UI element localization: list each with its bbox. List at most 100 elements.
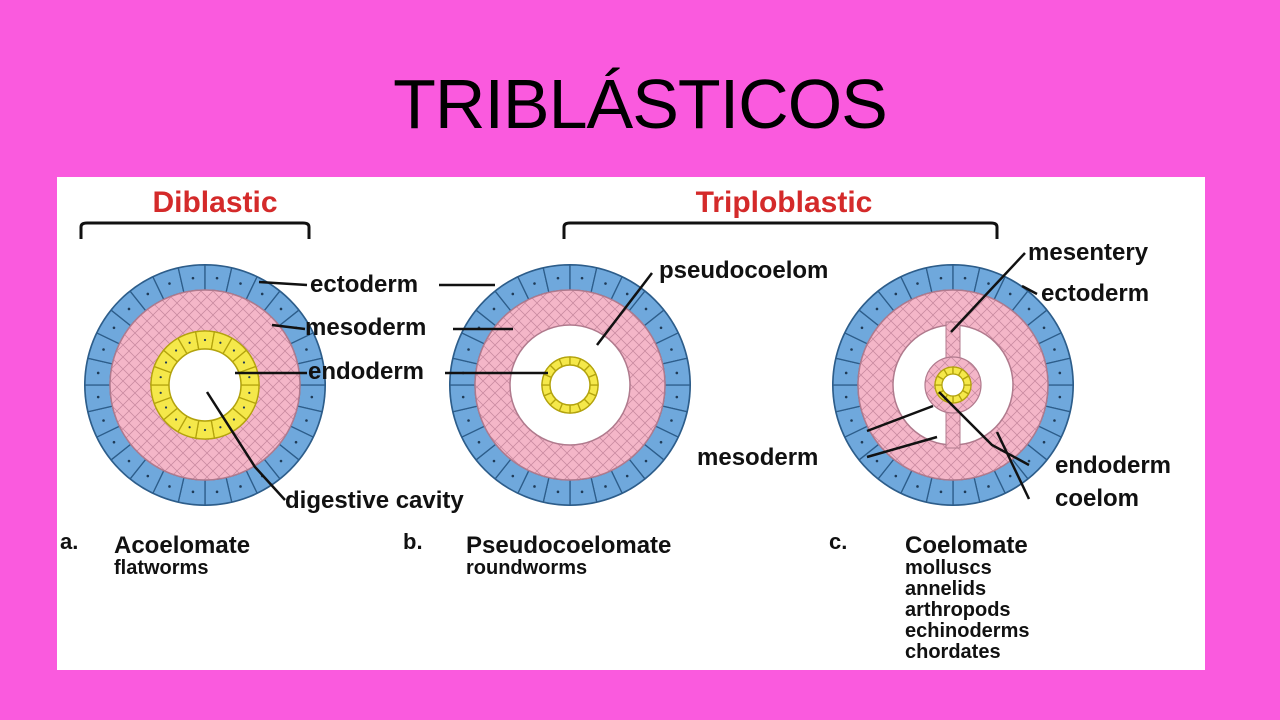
caption-b-name: Pseudocoelomate [466, 532, 671, 559]
cell-nucleus [670, 348, 673, 351]
cell-nucleus [604, 282, 607, 285]
cell-nucleus [580, 490, 584, 494]
label-mesoderm: mesoderm [305, 314, 426, 341]
cell-nucleus [875, 307, 879, 311]
cell-nucleus [533, 485, 536, 488]
cell-nucleus [96, 371, 100, 375]
cell-nucleus [1058, 395, 1062, 399]
cell-nucleus [467, 419, 470, 422]
cell [84, 384, 114, 413]
triploblastic-bracket [562, 221, 999, 239]
cell-nucleus [159, 391, 162, 394]
caption-a-letter: a. [60, 529, 78, 554]
cell [542, 264, 571, 294]
cell-nucleus [556, 276, 560, 280]
cell-nucleus [894, 292, 898, 296]
cell-nucleus [188, 426, 191, 429]
cell-nucleus [248, 376, 251, 379]
cell-nucleus [174, 418, 178, 421]
cell-nucleus [1008, 292, 1012, 296]
cell-nucleus [533, 282, 536, 285]
cell-nucleus [112, 326, 116, 330]
caption-b-letter: b. [403, 529, 423, 554]
slide-title: TRIBLÁSTICOS [393, 65, 888, 143]
cell-nucleus [310, 371, 314, 375]
cell-nucleus [670, 419, 673, 422]
cell-nucleus [1058, 371, 1062, 375]
caption-c-example-1: molluscs [905, 557, 992, 579]
caption-c-name: Coelomate [905, 532, 1028, 559]
cell-nucleus [1027, 307, 1031, 311]
cell-nucleus [939, 276, 943, 280]
cell-nucleus [146, 474, 150, 478]
cell-nucleus [492, 459, 496, 463]
gut-lumen-b [549, 364, 591, 406]
cell-nucleus [580, 276, 584, 280]
diblastic-bracket [79, 221, 311, 239]
cell [832, 384, 862, 413]
cell-nucleus [860, 326, 864, 330]
cell-nucleus [963, 490, 967, 494]
cell-nucleus [102, 348, 105, 351]
coelomate-cross-section [832, 264, 1074, 506]
cell-nucleus [242, 361, 246, 364]
cell-nucleus [1042, 440, 1046, 444]
cell-nucleus [511, 474, 515, 478]
label-endoderm: endoderm [308, 358, 424, 385]
caption-c: c. Coelomate molluscs annelids arthropod… [829, 529, 1029, 663]
cell [204, 476, 233, 506]
cell-nucleus [168, 282, 171, 285]
cell-nucleus [191, 276, 195, 280]
cell-nucleus [146, 292, 150, 296]
label-ectoderm-c: ectoderm [1041, 280, 1149, 307]
cell-nucleus [232, 349, 236, 352]
cell [925, 264, 954, 294]
cell-nucleus [916, 282, 919, 285]
cell-nucleus [1042, 326, 1046, 330]
cell-nucleus [844, 395, 848, 399]
label-pseudocoelom: pseudocoelom [659, 257, 828, 284]
cell-nucleus [467, 348, 470, 351]
caption-b-example: roundworms [466, 557, 587, 579]
cell-nucleus [894, 474, 898, 478]
caption-b: b. Pseudocoelomate roundworms [403, 529, 671, 579]
cell-nucleus [174, 349, 178, 352]
cell-nucleus [215, 276, 219, 280]
ectoderm-cells-c [832, 264, 1074, 506]
label-coelom: coelom [1055, 485, 1139, 512]
cell-nucleus [191, 490, 195, 494]
label-digestive-cavity: digestive cavity [285, 487, 464, 514]
cell-nucleus [1008, 474, 1012, 478]
cell-nucleus [239, 282, 242, 285]
label-mesoderm-c: mesoderm [697, 444, 818, 471]
triploblastic-heading: Triploblastic [696, 186, 873, 219]
cell-nucleus [127, 459, 131, 463]
cell-nucleus [659, 326, 663, 330]
cell-nucleus [556, 490, 560, 494]
cell-nucleus [242, 406, 246, 409]
acoelomate-cross-section [84, 264, 326, 506]
germ-layer-diagram: Diblastic Triploblastic [57, 177, 1205, 670]
cell-nucleus [850, 348, 853, 351]
cell-nucleus [492, 307, 496, 311]
caption-a-example: flatworms [114, 557, 208, 579]
cell-nucleus [625, 474, 629, 478]
cell-nucleus [659, 440, 663, 444]
cell [952, 476, 981, 506]
cell-nucleus [248, 391, 251, 394]
cell-nucleus [963, 276, 967, 280]
cell [569, 476, 598, 506]
caption-c-example-2: annelids [905, 578, 986, 600]
cell-nucleus [260, 292, 264, 296]
cell-nucleus [159, 376, 162, 379]
cell-nucleus [875, 459, 879, 463]
caption-a: a. Acoelomate flatworms [60, 529, 250, 579]
cell-nucleus [625, 292, 629, 296]
cell-nucleus [279, 459, 283, 463]
label-ectoderm: ectoderm [310, 271, 418, 298]
cell-nucleus [219, 426, 222, 429]
cell [449, 384, 479, 413]
cell-nucleus [477, 440, 481, 444]
cell-nucleus [127, 307, 131, 311]
cell-nucleus [310, 395, 314, 399]
